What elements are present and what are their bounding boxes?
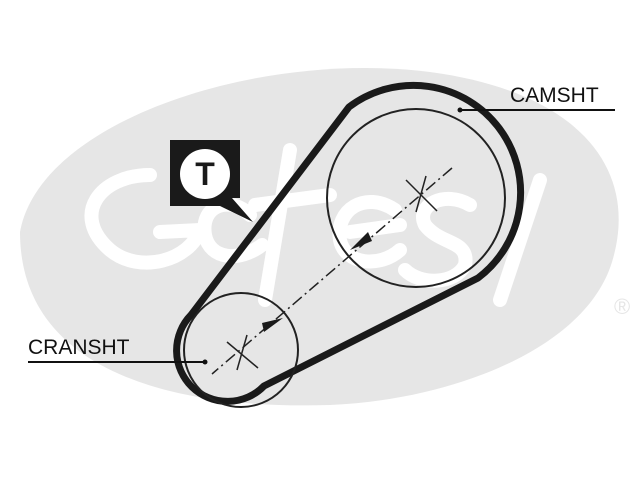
belt-outer-line (173, 81, 525, 405)
crankshaft-leader-dot (202, 359, 208, 365)
crankshaft-center-mark-icon (226, 334, 259, 371)
crankshaft-label-group: CRANSHT (28, 336, 208, 365)
arrow-down-left-icon (350, 232, 372, 250)
crankshaft-label: CRANSHT (28, 336, 130, 359)
gates-logo-watermark: ® (20, 67, 630, 406)
watermark-oval (20, 67, 619, 406)
center-dash-line (211, 167, 453, 375)
arrow-up-right-icon (262, 318, 283, 332)
camshaft-leader-dot (457, 107, 463, 113)
tensioner-badge-letter: T (195, 156, 215, 192)
camshaft-label: CAMSHT (510, 84, 599, 107)
tensioner-callout: T (170, 140, 253, 222)
crankshaft-pulley (183, 292, 299, 408)
crankshaft-pulley-outline (183, 292, 299, 408)
watermark-lettering (84, 143, 547, 307)
tensioner-badge-circle (180, 149, 230, 199)
timing-belt (173, 81, 525, 405)
camshaft-label-group: CAMSHT (457, 84, 615, 113)
shaft-center-line (211, 167, 453, 375)
trademark-symbol: ® (614, 294, 630, 319)
camshaft-pulley (326, 108, 506, 288)
camshaft-pulley-outline (326, 108, 506, 288)
camshaft-center-mark-icon (405, 175, 438, 213)
